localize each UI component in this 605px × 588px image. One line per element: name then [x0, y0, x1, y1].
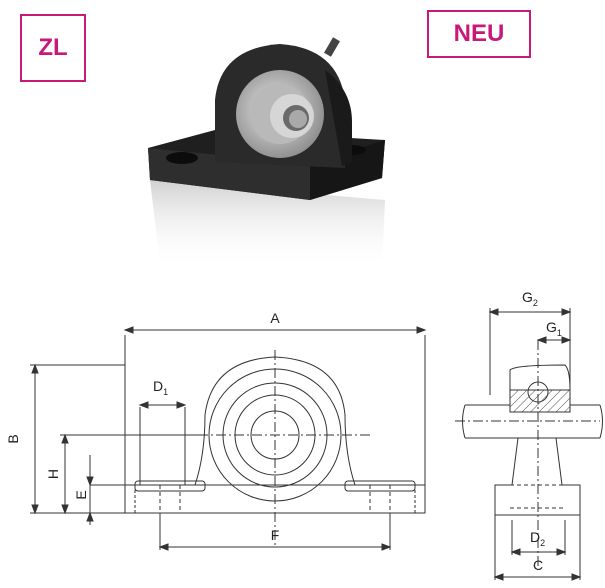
dim-label-e: E	[73, 490, 89, 499]
new-badge: NEU	[427, 10, 531, 58]
series-badge-label: ZL	[38, 34, 68, 61]
dim-label-f: F	[271, 527, 280, 543]
dim-label-h: H	[45, 469, 61, 479]
dim-label-b: B	[5, 434, 21, 443]
product-photo	[148, 37, 385, 270]
dim-label-g2: G2	[522, 289, 538, 308]
dim-label-a: A	[270, 310, 280, 326]
dim-label-c: C	[533, 557, 543, 573]
side-view-drawing: G2 G1 D2 C	[455, 289, 603, 581]
series-badge: ZL	[20, 14, 86, 82]
front-view-drawing: A B H E D1 F	[5, 310, 427, 551]
dim-label-d2: D2	[530, 529, 545, 548]
dim-label-d1: D1	[153, 378, 168, 397]
new-badge-label: NEU	[453, 20, 505, 47]
dim-label-g1: G1	[546, 319, 562, 338]
